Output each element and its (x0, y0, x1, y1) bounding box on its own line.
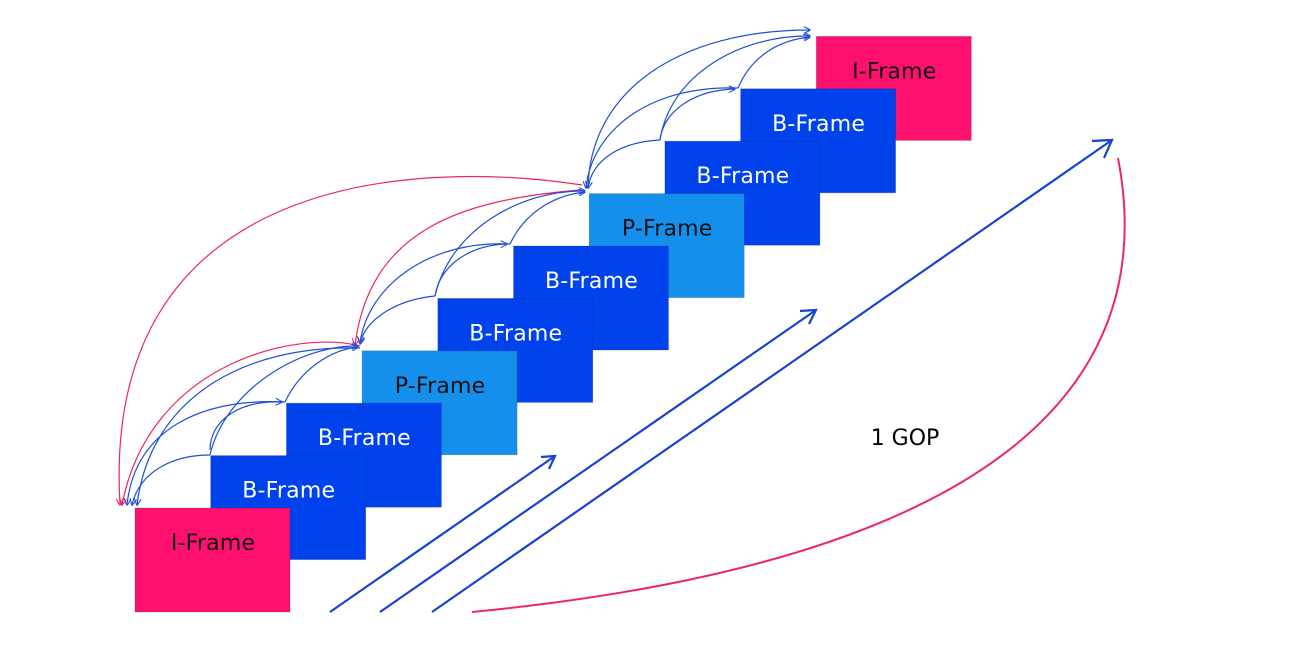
flow-arrow-short-head (540, 454, 557, 470)
frame-label: P-Frame (622, 217, 713, 242)
frame-label: I-Frame (852, 59, 936, 84)
ref-arrow-p1-to-p2 (119, 175, 583, 505)
ref-arrow-b8-next (737, 37, 810, 89)
frame-b-9: B-Frame (740, 88, 896, 194)
reference-arrows (119, 30, 810, 505)
ref-arrow-p1-to-b (137, 347, 361, 505)
flow-arrow-short (329, 455, 556, 613)
frame-label: B-Frame (242, 479, 335, 504)
ref-arrow-i-to-p1 (122, 341, 361, 505)
ref-arrow-b4-prev (360, 295, 436, 344)
gop-bracket-arc (471, 157, 1126, 613)
gop-label: 1 GOP (871, 426, 940, 451)
ref-arrow-b4-to-b5 (434, 244, 507, 297)
ref-arrow-p2-to-i2 (587, 30, 810, 189)
frame-label: B-Frame (469, 321, 562, 346)
ref-arrow-b5-next (509, 192, 585, 245)
frame-i-1: I-Frame (134, 507, 291, 613)
ref-arrow-b7-next (659, 36, 810, 141)
frame-label: I-Frame (171, 531, 255, 556)
ref-arrow-b4-next (434, 191, 585, 297)
flow-arrow-long (431, 139, 1113, 613)
frame-label: P-Frame (395, 374, 486, 399)
frame-label: B-Frame (772, 112, 865, 137)
frames-layer: I-FrameB-FrameB-FrameP-FrameB-FrameB-Fra… (134, 36, 972, 613)
ref-arrow-b2-prev (127, 401, 286, 505)
frame-label: B-Frame (545, 269, 638, 294)
ref-arrow-b2-next (284, 347, 358, 403)
frame-label: B-Frame (318, 426, 411, 451)
ref-arrow-b5-prev (360, 243, 511, 343)
ref-arrow-b1-prev (132, 454, 211, 505)
flow-arrow-medium-head (799, 308, 818, 325)
frame-label: B-Frame (696, 164, 789, 189)
ref-arrow-b7-to-b8 (659, 89, 735, 141)
ref-arrow-b8-prev (586, 87, 739, 188)
flow-arrow-medium (379, 309, 817, 613)
flow-arrow-long-head (1091, 138, 1114, 159)
ref-arrow-p2-from-p1 (355, 189, 581, 345)
frame-box (134, 507, 291, 613)
ref-arrow-b7-prev (588, 139, 661, 188)
ref-arrow-b-prev-to-b2 (209, 402, 282, 451)
flow-arrows (329, 138, 1114, 613)
